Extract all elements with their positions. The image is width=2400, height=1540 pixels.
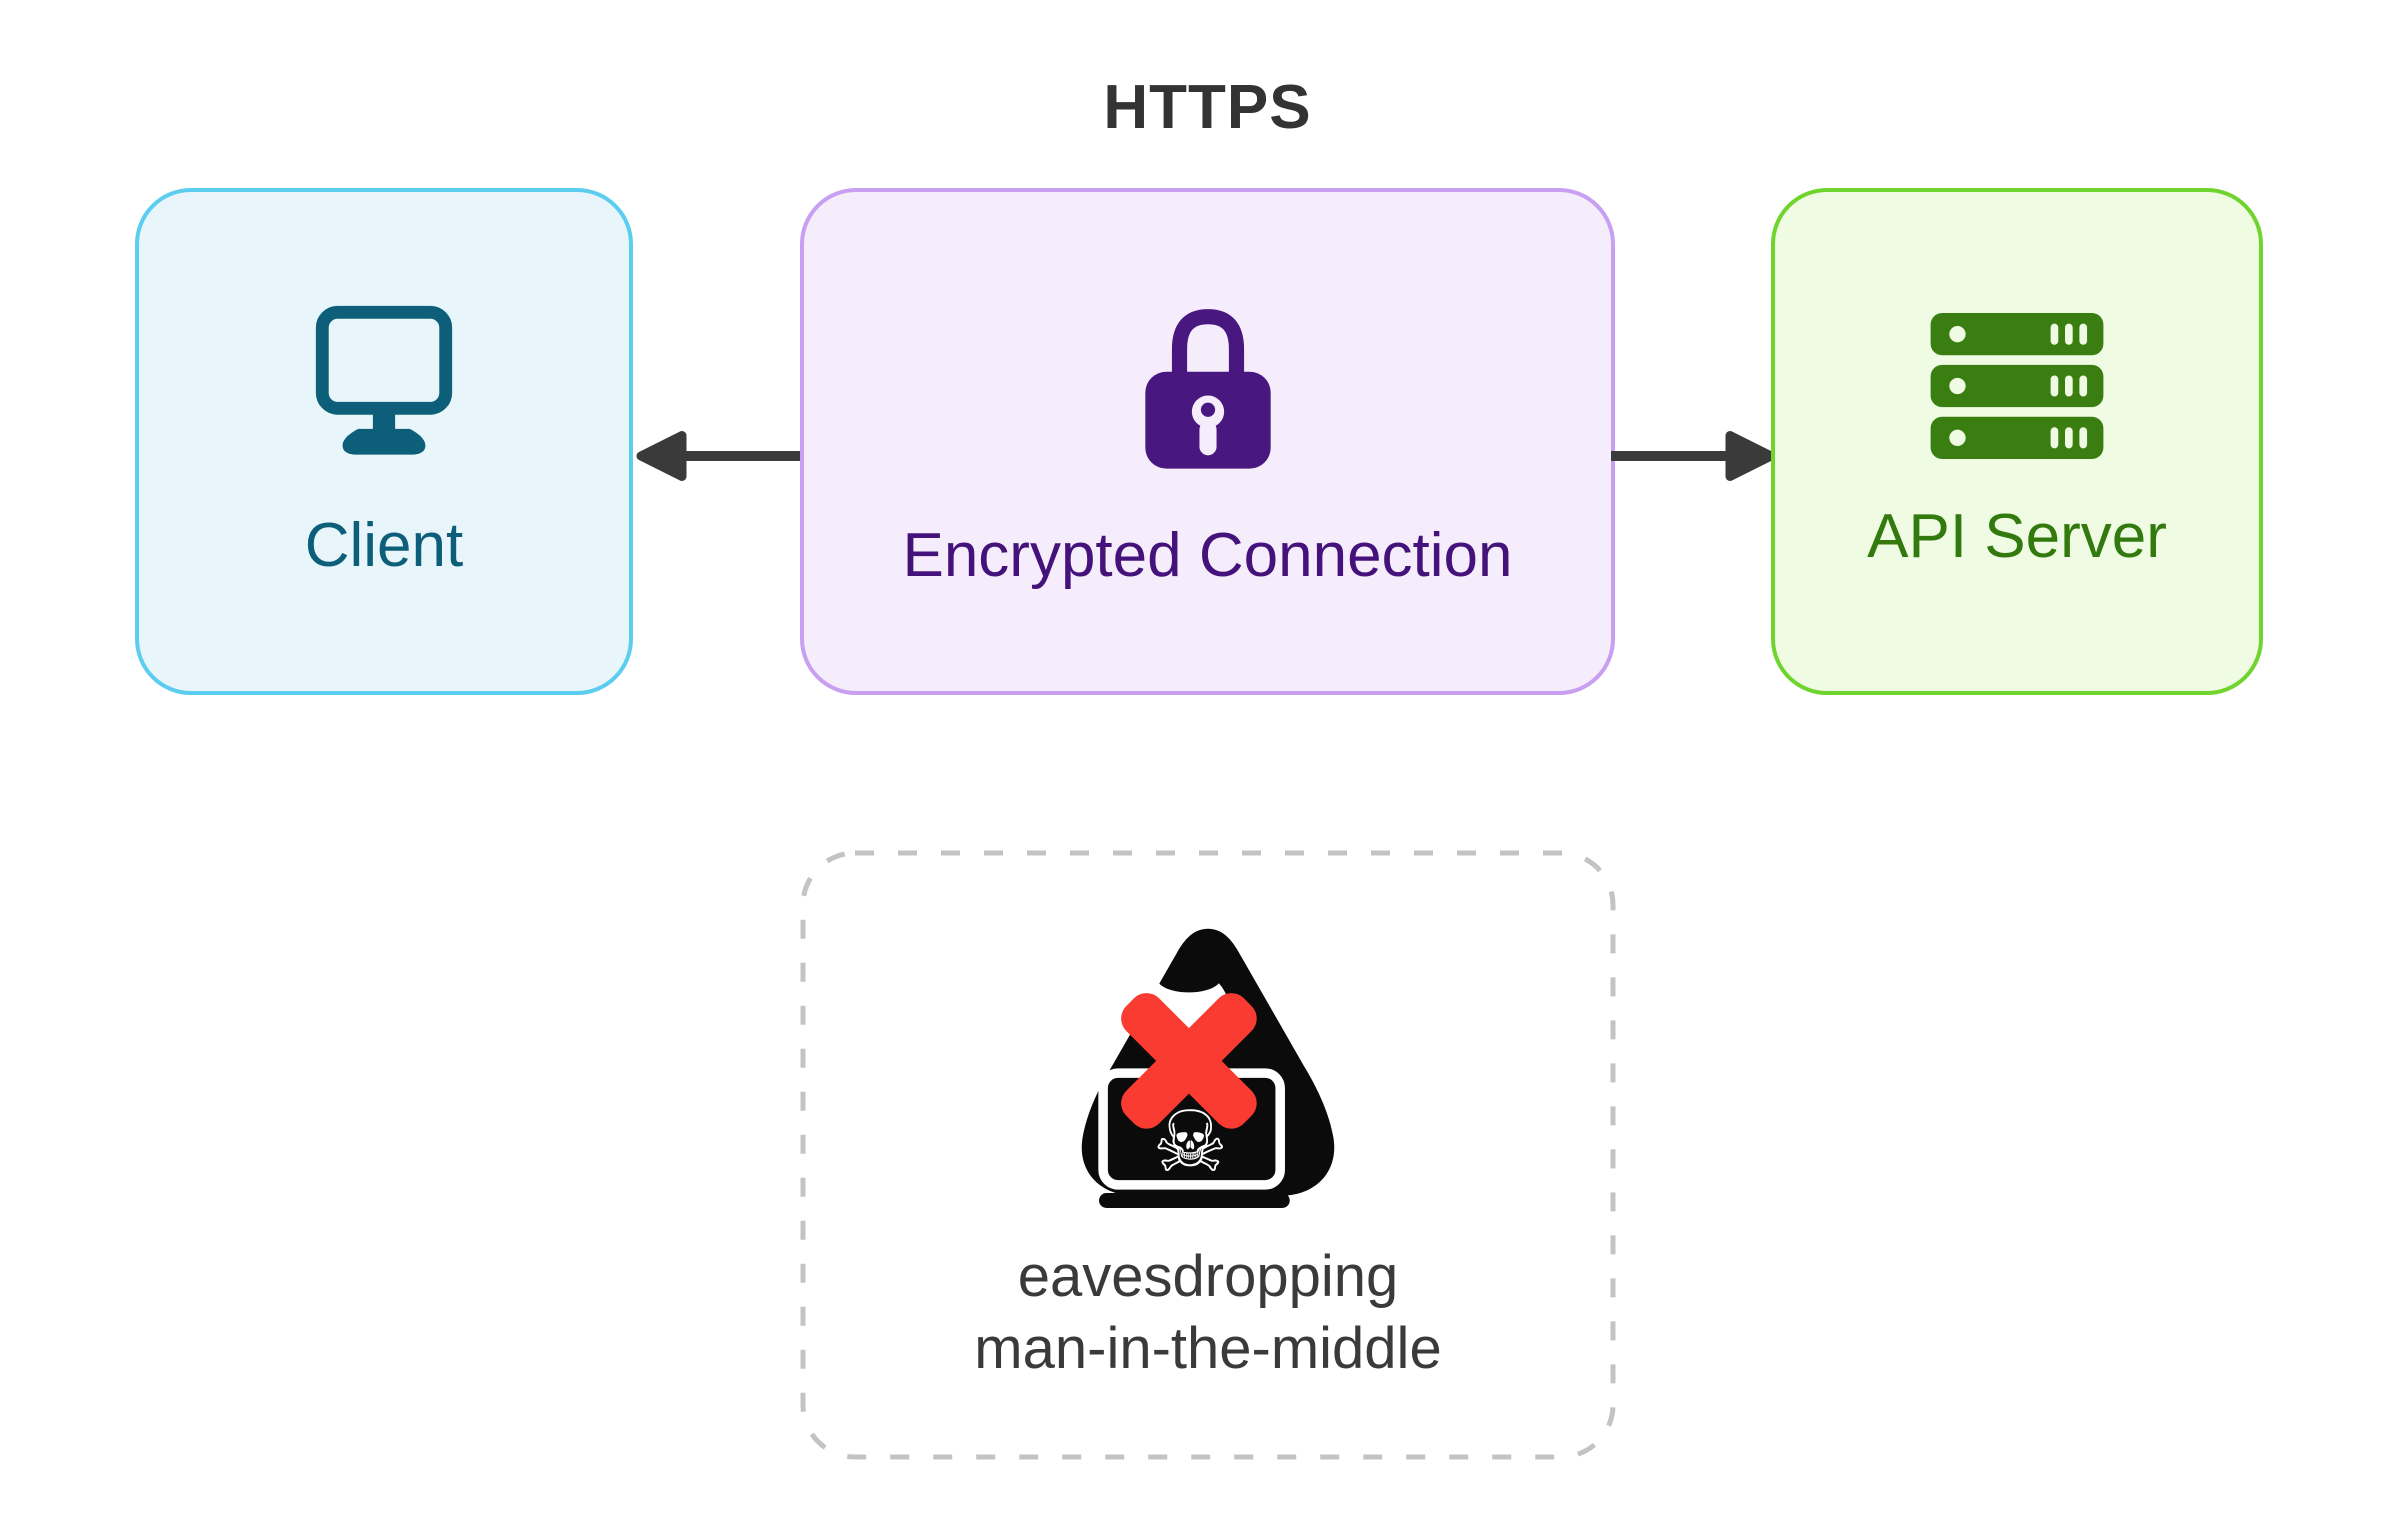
mitm-caption: eavesdropping man-in-the-middle bbox=[974, 1241, 1441, 1385]
server-stack-icon bbox=[1930, 313, 2104, 460]
encrypted-connection-node: Encrypted Connection bbox=[800, 188, 1615, 695]
arrow-to-server-icon bbox=[1611, 431, 1776, 481]
arrow-to-client-icon bbox=[636, 431, 802, 481]
mitm-caption-line2: man-in-the-middle bbox=[974, 1315, 1442, 1381]
monitor-icon bbox=[315, 306, 453, 455]
red-x-icon bbox=[1121, 992, 1257, 1129]
lock-icon bbox=[1144, 309, 1271, 470]
encrypted-connection-label: Encrypted Connection bbox=[902, 521, 1513, 591]
client-label: Client bbox=[304, 511, 464, 581]
api-server-node: API Server bbox=[1771, 188, 2263, 695]
diagram-title: HTTPS bbox=[1103, 73, 1312, 142]
api-server-label: API Server bbox=[1867, 502, 2167, 572]
mitm-caption-line1: eavesdropping bbox=[1017, 1243, 1399, 1309]
hacker-icon-wrap: ☠ bbox=[1058, 926, 1358, 1213]
mitm-node: ☠ eavesdropping man-in-the-middle bbox=[800, 850, 1616, 1460]
hacker-blocked-icon: ☠ bbox=[1081, 928, 1335, 1208]
dashed-border bbox=[800, 850, 1616, 1460]
client-node: Client bbox=[135, 188, 633, 695]
